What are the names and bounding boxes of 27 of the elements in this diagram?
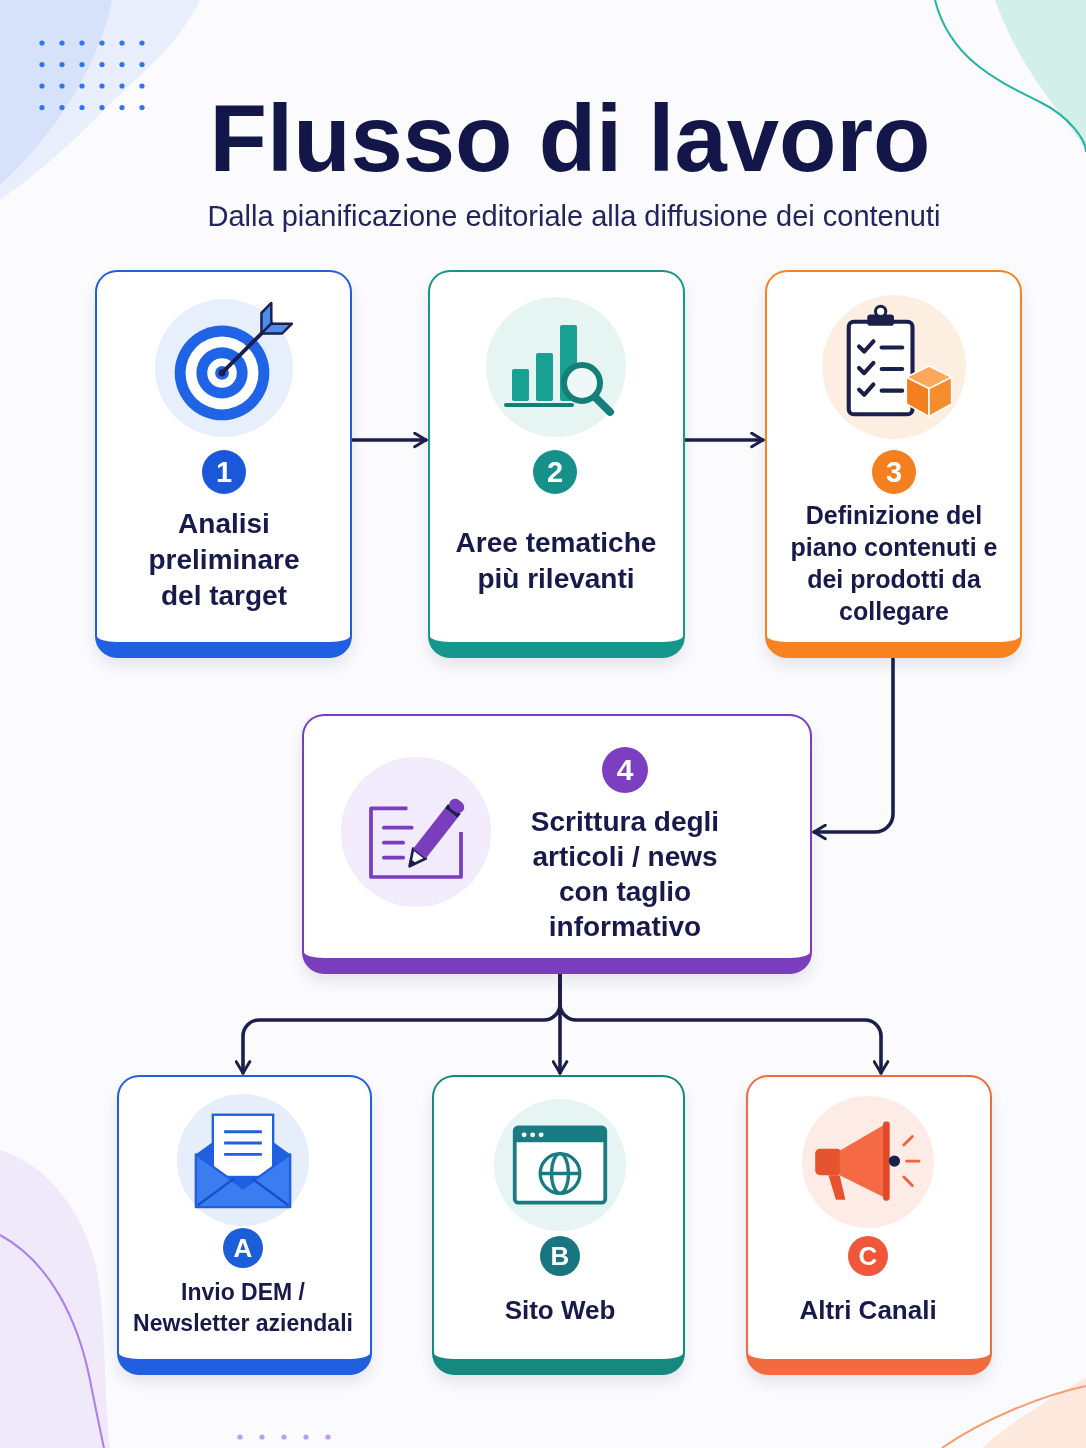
step-number: 4 [602,747,648,793]
step-number: A [223,1228,263,1268]
step-card [95,270,352,658]
step-title: Altri Canali [798,1294,938,1326]
arrow [350,431,428,449]
step-number: 1 [202,450,246,494]
step-number: 2 [533,450,577,494]
step-title: Scrittura degli articoli / news con taglio informativo [529,805,721,944]
step-title: Analisi preliminare del target [147,507,301,613]
step-title: Aree tematiche più rilevanti [454,526,658,596]
step-title: Invio DEM / Newsletter aziendali [132,1278,354,1338]
step-title: Definizione del piano contenuti e dei prodotti da collegare [789,500,999,627]
step-title: Sito Web [503,1294,617,1326]
arrow [812,656,895,841]
subtitle: Dalla pianificazione editoriale alla diffusione dei contenuti [207,199,941,233]
step-number: 3 [872,450,916,494]
step-card [428,270,685,658]
diagram-title: Flusso di lavoro [209,86,931,192]
step-card [765,270,1022,658]
step-number: C [848,1236,888,1276]
arrow [558,972,890,1075]
step-card [117,1075,372,1375]
step-card [302,714,812,974]
arrow [683,431,765,449]
step-card [746,1075,992,1375]
step-card [432,1075,685,1375]
step-number: B [540,1236,580,1276]
